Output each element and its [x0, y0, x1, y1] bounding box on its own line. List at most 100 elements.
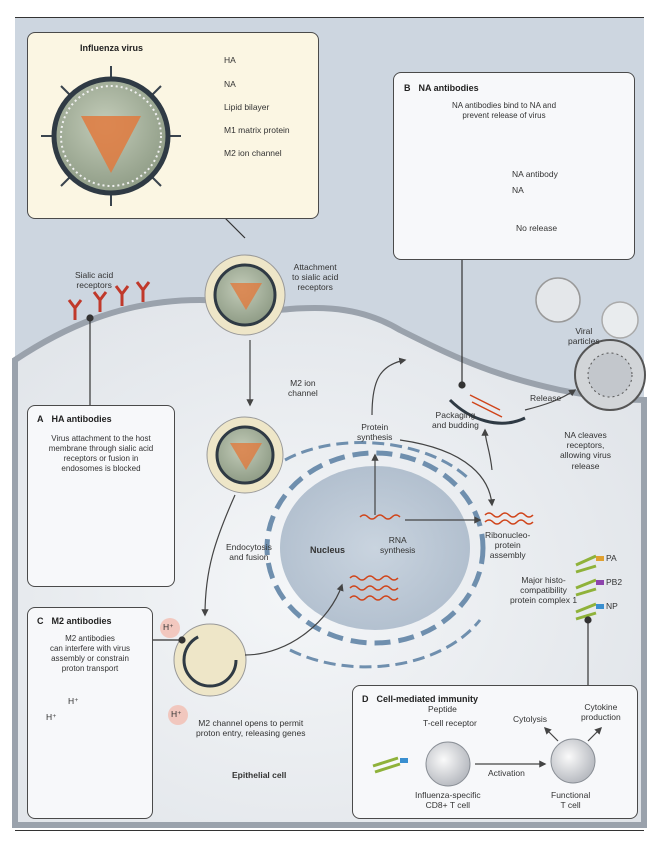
legend-na: NA — [224, 79, 236, 89]
sialic-line-1: Sialic acid — [75, 270, 114, 280]
endosome-virus — [206, 416, 284, 494]
rna-synthesis-label: RNA synthesis — [380, 535, 415, 555]
proton-label-1: H⁺ — [163, 622, 174, 632]
panel-b-desc: NA antibodies bind to NA and prevent rel… — [439, 101, 569, 121]
mhc-line-1: Major histo- — [521, 575, 566, 585]
rnp-line-1: Ribonucleo- — [485, 530, 531, 540]
panel-d-tcell-left-label: Influenza-specific CD8+ T cell — [415, 790, 481, 810]
virus-structure-box: Influenza virus HA NA Lipid bilayer M1 m… — [27, 32, 319, 219]
rnp-line-3: assembly — [489, 550, 526, 561]
panel-a-letter: A — [37, 414, 44, 424]
panel-d-tcell-right-line-1: Functional — [551, 790, 591, 800]
m2-opens-line-2: proton entry, releasing genes — [196, 728, 306, 739]
m2-opens-label: M2 channel opens to permit proton entry,… — [196, 718, 305, 738]
process-arrows — [201, 340, 577, 656]
attachment-label: Attachment to sialic acid receptors — [292, 262, 338, 293]
panel-a-heading: HA antibodies — [51, 414, 112, 424]
panel-d-tcell-right-line-2: T cell — [560, 800, 581, 811]
panel-d-graphic — [372, 726, 603, 787]
np-label: NP — [606, 601, 618, 611]
panel-d-tcell-left-line-1: Influenza-specific — [415, 790, 481, 800]
na-cleaves-line-4: release — [571, 460, 600, 471]
epithelial-label: Epithelial cell — [232, 770, 287, 780]
legend-m2: M2 ion channel — [224, 148, 282, 158]
panel-c-desc-line-2: can interfere with virus — [49, 644, 131, 653]
na-cleaves-line-2: receptors, — [566, 440, 605, 451]
proton-glow-2 — [168, 705, 188, 725]
panel-a-desc-line-1: Virus attachment to the host — [51, 434, 151, 443]
protein-synthesis-line-2: synthesis — [357, 432, 393, 443]
mhc-line-2: compatibility — [520, 585, 567, 596]
nucleus-label: Nucleus — [310, 545, 346, 555]
panel-c-desc-line-1: M2 antibodies — [65, 634, 115, 643]
panel-a-desc-line-2: membrane through sialic acid — [48, 444, 154, 453]
panel-b-no-release-label: No release — [516, 223, 558, 233]
panel-d-heading: Cell-mediated immunity — [376, 694, 479, 704]
sialic-line-2: receptors — [76, 280, 112, 291]
panel-c-desc-line-4: proton transport — [61, 664, 119, 673]
virus-box-title: Influenza virus — [80, 43, 144, 53]
panel-d-cytolysis-label: Cytolysis — [513, 714, 548, 724]
endocytosis-line-2: and fusion — [229, 552, 269, 563]
attachment-line-3: receptors — [297, 282, 333, 293]
na-cleaves-label: NA cleaves receptors, allowing virus rel… — [560, 430, 611, 471]
panel-c-title: C M2 antibodies — [37, 616, 112, 626]
m2-channel-label: M2 ion channel — [288, 378, 318, 398]
panel-b-desc-line-1: NA antibodies bind to NA and — [451, 101, 557, 110]
budding-virus — [448, 394, 526, 425]
panel-b-na-antibodies: B NA antibodies NA antibodies bind to NA … — [393, 72, 635, 260]
viral-particles-line-2: particles — [568, 336, 600, 347]
m2-opens-line-1: M2 channel opens to permit — [198, 718, 304, 728]
np-peptide — [596, 604, 604, 609]
sialic-receptors — [67, 281, 151, 320]
proton-label-2: H⁺ — [171, 709, 182, 719]
panel-a-desc-line-4: endosomes is blocked — [61, 464, 141, 473]
panel-c-letter: C — [37, 616, 44, 626]
rnp-line-2: protein — [494, 540, 521, 551]
attachment-line-1: Attachment — [293, 262, 337, 272]
pb2-label: PB2 — [606, 577, 623, 587]
mhc-label: Major histo- compatibility protein compl… — [510, 575, 577, 606]
legend-ha: HA — [224, 55, 236, 65]
panel-d-cytokine-line-1: Cytokine — [584, 702, 618, 712]
sialic-label: Sialic acid receptors — [75, 270, 113, 290]
panel-d-cytokine-line-2: production — [581, 712, 621, 723]
panel-a-desc: Virus attachment to the host membrane th… — [32, 434, 170, 474]
rnp-label: Ribonucleo- protein assembly — [485, 530, 530, 561]
rna-synthesis-line-1: RNA — [388, 535, 407, 545]
panel-d-peptide-label: Peptide — [428, 704, 457, 714]
released-viruses — [535, 277, 646, 411]
panel-c-desc: M2 antibodies can interfere with virus a… — [32, 634, 148, 674]
panel-d-tcell-right-label: Functional T cell — [551, 790, 590, 810]
release-label: Release — [530, 393, 562, 403]
panel-b-na-label: NA — [512, 185, 524, 195]
legend-m1: M1 matrix protein — [224, 125, 290, 135]
panel-d-tcell-receptor-label: T-cell receptor — [423, 718, 477, 728]
na-cleaves-line-1: NA cleaves — [564, 430, 607, 440]
endocytosis-line-1: Endocytosis — [226, 542, 272, 552]
panel-c-heading: M2 antibodies — [51, 616, 112, 626]
packaging-label: Packaging and budding — [432, 410, 479, 430]
na-cleaves-line-3: allowing virus — [560, 450, 612, 461]
panel-d-tcell-left-line-2: CD8+ T cell — [425, 800, 470, 811]
rna-synthesis-line-2: synthesis — [380, 545, 416, 556]
fusing-endosome — [173, 623, 247, 697]
panel-b-heading: NA antibodies — [418, 83, 479, 93]
panel-b-desc-line-2: prevent release of virus — [462, 111, 546, 120]
panel-c-proton-2: H⁺ — [46, 712, 57, 722]
mhc-line-3: protein complex 1 — [510, 595, 578, 606]
panel-a-ha-antibodies: A HA antibodies Virus attachment to the h… — [27, 405, 175, 587]
panel-d-activation-label: Activation — [488, 768, 525, 778]
viral-particles-line-1: Viral — [575, 326, 593, 336]
pb2-peptide — [596, 580, 604, 585]
attaching-virus — [204, 254, 286, 336]
panel-b-letter: B — [404, 83, 411, 93]
rnp-strands — [484, 512, 534, 525]
nucleus-graphic — [264, 441, 486, 669]
panel-connectors — [86, 217, 592, 685]
panel-c-m2-antibodies: C M2 antibodies M2 antibodies can interfe… — [27, 607, 153, 819]
panel-b-na-antibody-label: NA antibody — [512, 169, 558, 179]
viral-particles-label: Viral particles — [568, 326, 600, 346]
panel-a-title: A HA antibodies — [37, 414, 112, 424]
